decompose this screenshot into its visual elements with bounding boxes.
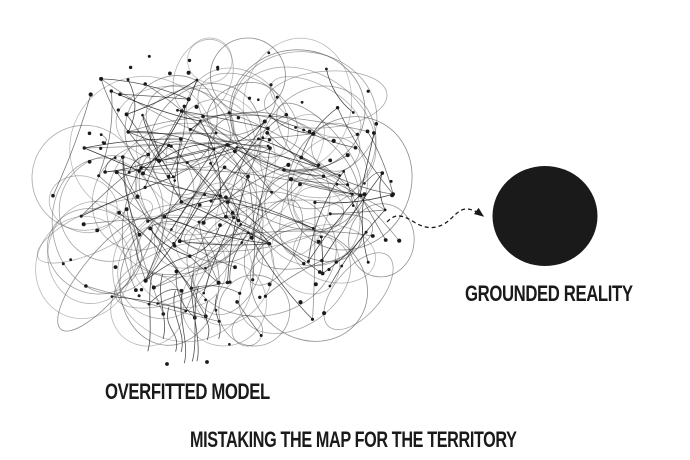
diagram-title: MISTAKING THE MAP FOR THE TERRITORY bbox=[190, 427, 517, 452]
overfitted-model-label: OVERFITTED MODEL bbox=[105, 379, 270, 404]
scribble-edges bbox=[52, 68, 400, 336]
grounded-reality-label: GROUNDED REALITY bbox=[465, 281, 633, 306]
scribble-nodes bbox=[51, 51, 402, 346]
grounded-reality-circle bbox=[492, 166, 598, 266]
scribble-stem bbox=[147, 272, 221, 366]
dashed-arrow bbox=[386, 207, 485, 229]
scribble-loops bbox=[31, 37, 415, 347]
